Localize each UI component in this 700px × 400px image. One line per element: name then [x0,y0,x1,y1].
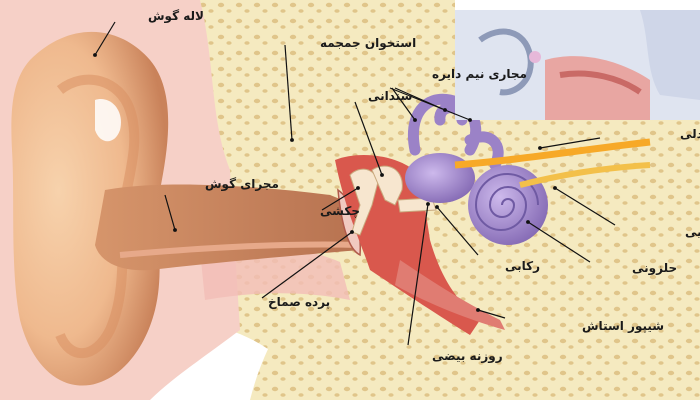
label-ear-canal: مجرای گوش [205,177,279,192]
leader-eustachian [476,308,506,319]
label-cochlea: حلزونی [632,261,677,276]
cochlear-nerve-shape [519,162,651,188]
label-eardrum: پرده صماخ [268,295,330,309]
leader-lines [93,21,616,346]
skull-bone-lower [250,296,700,400]
leader-malleus [321,186,360,211]
inset-head-view [455,10,700,120]
cochlea-shape [468,165,548,245]
label-eustachian-tube: شیپور استاش [582,319,664,334]
ear-canal-wall [119,241,361,258]
leader-vestibular-nerve [538,137,601,150]
cochlea-spiral [474,173,539,231]
label-semicircular-canals: مجاری نیم دایره [432,67,527,81]
leader-oval-window [407,202,430,346]
eustachian-tube-shape [395,260,505,330]
label-oval-window: روزنه بیضی [432,349,503,364]
leader-stapes [435,205,479,256]
pinna-cartilage-hole [95,99,121,142]
leader-semicircular-1 [391,87,417,122]
label-skull-bone: استخوان جمجمه [320,36,416,51]
vestibular-nerve-shape [454,138,651,169]
leader-cochlea [526,220,591,263]
label-stapes: رکابی [505,259,540,273]
leader-skull-bone [284,44,294,142]
vestibule-shape [405,153,475,203]
leader-incus [354,101,384,177]
leader-eardrum [261,230,354,299]
label-ear-lobe: لاله گوش [148,9,204,24]
label-malleus: چکشی [320,204,360,218]
label-cochlear-nerve: اعصاب شنوایی [685,225,700,240]
leader-semicircular-3 [389,87,472,122]
label-incus: سندانی [368,89,412,103]
leader-ear-canal [164,194,177,232]
leader-cochlear-nerve [553,186,616,226]
leader-ear-lobe [93,21,116,57]
label-vestibular-nerve: اعصاب تعادلی [680,127,700,141]
